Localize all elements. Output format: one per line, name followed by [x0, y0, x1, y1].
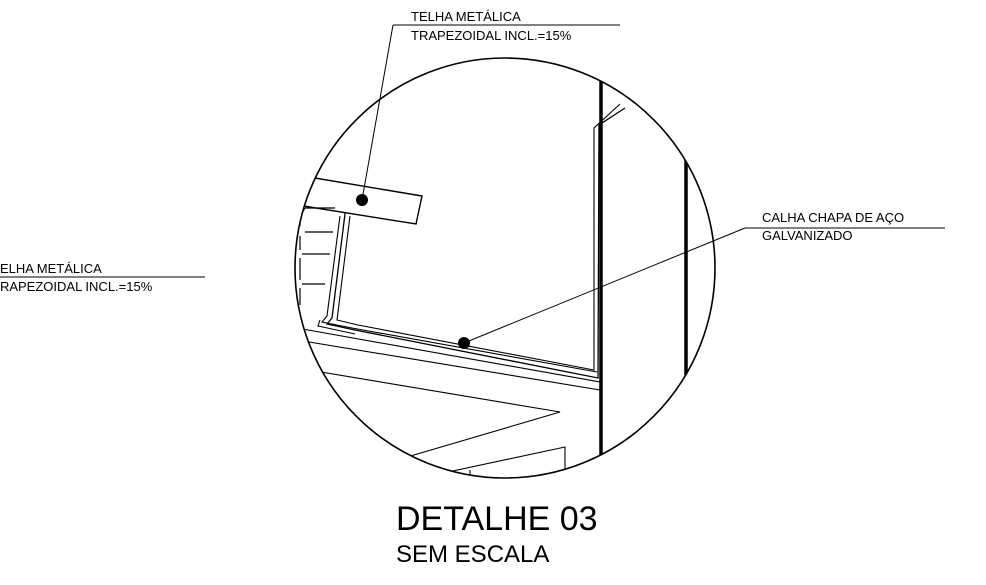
- label-top-line1: TELHA METÁLICA: [411, 9, 521, 24]
- profile-blocks: [299, 207, 335, 305]
- gutter-inner: [320, 215, 598, 373]
- leader-top-dot: [356, 194, 368, 206]
- gutter-flange: [317, 319, 356, 335]
- gutter-outer: [325, 107, 626, 379]
- label-right-line2: GALVANIZADO: [762, 228, 853, 243]
- detail-contents: [296, 70, 688, 478]
- gutter-lip: [336, 103, 621, 371]
- detail-scale: SEM ESCALA: [396, 541, 549, 568]
- label-top-line2: TRAPEZOIDAL INCL.=15%: [411, 28, 572, 43]
- label-left-line2: TRAPEZOIDAL INCL.=15%: [0, 279, 153, 294]
- leader-right-dot: [458, 337, 470, 349]
- detail-title: DETALHE 03: [396, 500, 598, 538]
- detail-circle: [294, 57, 716, 479]
- gutter-underside: [296, 327, 601, 391]
- leader-right: [463, 227, 746, 344]
- label-right-line1: CALHA CHAPA DE AÇO: [762, 210, 904, 225]
- lower-construction-lines: [296, 367, 566, 478]
- leader-top: [361, 24, 394, 201]
- label-left-line1: TELHA METÁLICA: [0, 261, 102, 276]
